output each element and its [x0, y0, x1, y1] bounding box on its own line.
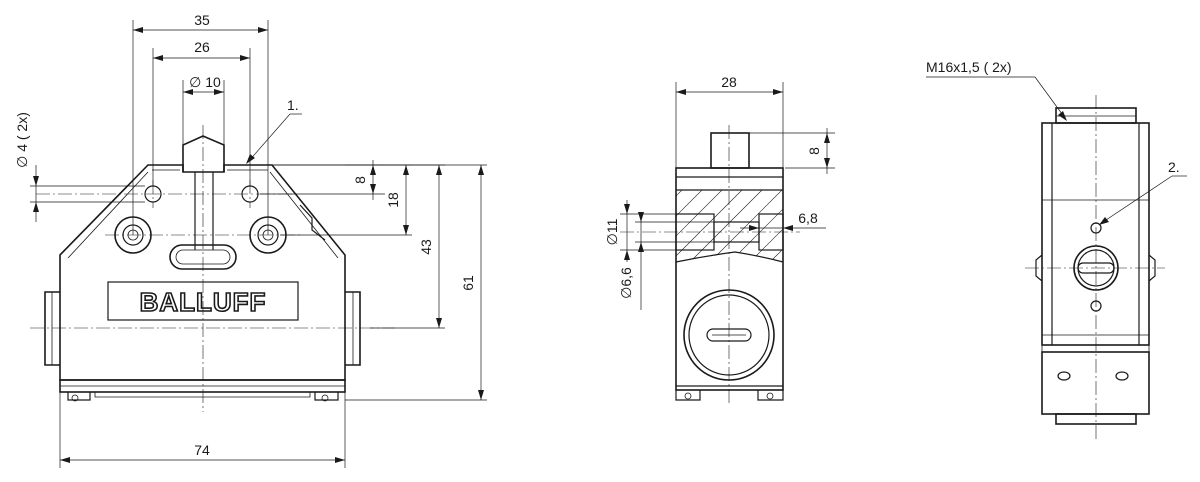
- dim-bore-depth: 6,8: [798, 210, 818, 226]
- dim-mounting-hole: ∅ 4 ( 2x): [14, 112, 30, 168]
- dim-28: 28: [721, 74, 737, 90]
- dim-bore-inner: ∅6,6: [618, 267, 634, 299]
- brand-logo: BALLUFF: [140, 287, 267, 317]
- front-view: BALLUFF 35 26: [14, 12, 487, 468]
- side-view: 28 8 ∅11 ∅6,6 6,8: [604, 74, 835, 405]
- dim-8-front: 8: [352, 176, 368, 184]
- side-section-hatch: [676, 190, 783, 262]
- callout-2: 2.: [1168, 159, 1180, 175]
- end-body: [1041, 122, 1150, 346]
- dim-18: 18: [385, 192, 401, 208]
- dim-plunger-diameter: ∅ 10: [189, 74, 221, 90]
- dim-26: 26: [194, 39, 210, 55]
- side-plunger: [710, 132, 750, 169]
- callout-1: 1.: [287, 97, 299, 113]
- dim-35: 35: [194, 12, 210, 28]
- dim-bore-outer: ∅11: [604, 218, 620, 245]
- dim-43: 43: [418, 239, 434, 255]
- side-body: [675, 167, 784, 391]
- dim-thread: M16x1,5 ( 2x): [926, 59, 1012, 75]
- plunger: [182, 135, 225, 172]
- end-base-block: [1041, 351, 1150, 415]
- front-housing-outline: [59, 164, 346, 381]
- gland-left: [44, 291, 60, 366]
- end-view: M16x1,5 ( 2x) 2.: [926, 59, 1187, 440]
- dim-61: 61: [460, 275, 476, 291]
- dim-8-side: 8: [806, 147, 822, 155]
- gland-right: [345, 291, 361, 366]
- dim-74: 74: [194, 442, 210, 458]
